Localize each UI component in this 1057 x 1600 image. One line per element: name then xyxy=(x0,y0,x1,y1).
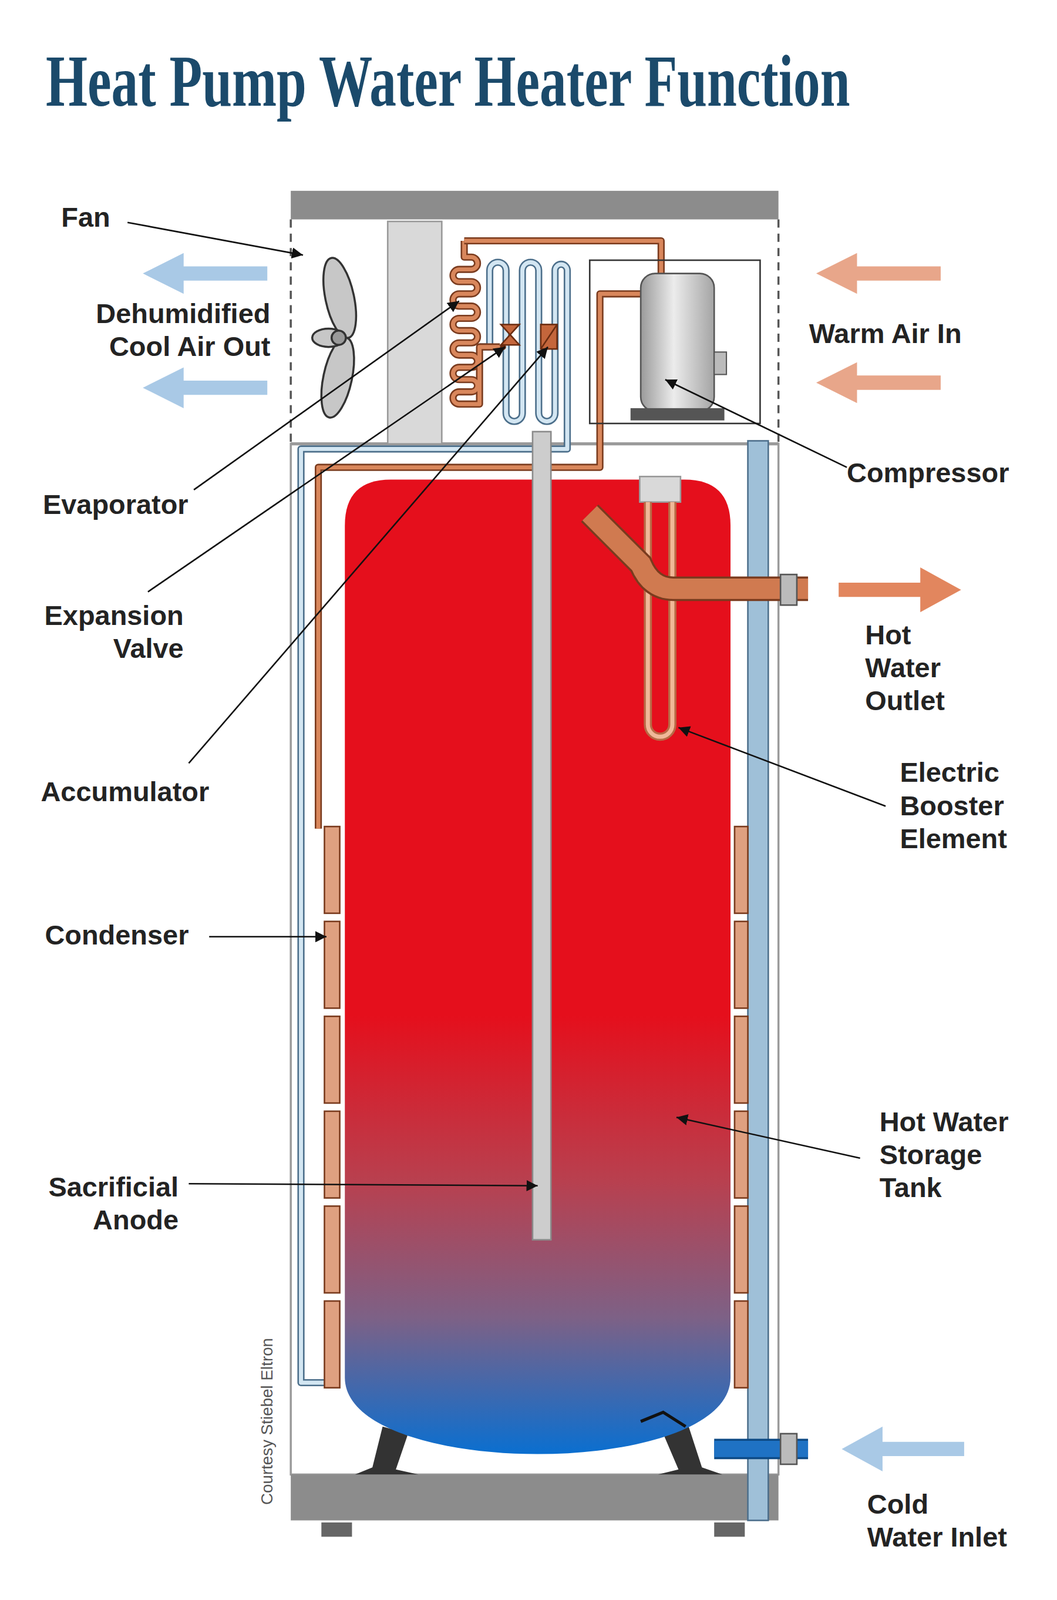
condenser-pad xyxy=(324,1015,341,1103)
anode-rod xyxy=(532,431,551,1240)
part-label: Sacrificial Anode xyxy=(30,1170,179,1237)
warm-air-arrow xyxy=(816,362,941,403)
flow-label: Hot Water Outlet xyxy=(864,618,962,718)
flow-label: Cold Water Inlet xyxy=(867,1487,1011,1554)
airflow-label: Dehumidified Cool Air Out xyxy=(86,297,271,364)
part-label: Hot Water Storage Tank xyxy=(879,1105,1023,1205)
cold-water-arrow xyxy=(841,1426,964,1471)
leader-line xyxy=(147,347,506,592)
dip-tube xyxy=(640,1411,686,1426)
part-label: Fan xyxy=(61,200,110,234)
part-label: Accumulator xyxy=(40,775,210,809)
part-label: Compressor xyxy=(846,456,1009,490)
cool-air-arrow xyxy=(142,253,268,294)
compressor-housing xyxy=(589,260,760,424)
warm-air-arrow xyxy=(816,253,941,294)
credit-note: Courtesy Stiebel Eltron xyxy=(257,1337,278,1505)
cold-water-column xyxy=(748,440,769,1520)
compressor-base xyxy=(630,408,725,421)
upper-compartment xyxy=(290,219,779,444)
pipe-fitting xyxy=(780,1433,797,1464)
leader-line xyxy=(127,222,304,256)
leader-line xyxy=(209,935,327,938)
leader-line xyxy=(188,1183,538,1186)
leader-line xyxy=(676,1116,861,1158)
compressor-body xyxy=(640,273,715,412)
fan-hub xyxy=(331,330,346,345)
part-label: Expansion Valve xyxy=(35,598,184,666)
airflow-label: Warm Air In xyxy=(809,317,962,350)
condenser-pad xyxy=(734,1205,749,1293)
condenser-pad xyxy=(324,1205,341,1293)
condenser-pad xyxy=(324,826,341,914)
part-label: Evaporator xyxy=(42,487,189,521)
leader-line xyxy=(193,300,460,490)
leader-line xyxy=(665,379,847,467)
cabinet-foot xyxy=(714,1522,745,1537)
dashed-side xyxy=(777,219,780,444)
expansion-valve-symbol xyxy=(500,324,520,335)
diagram-title: Heat Pump Water Heater Function xyxy=(45,44,850,119)
condenser-pad xyxy=(734,826,749,914)
cool-air-arrow xyxy=(142,367,268,408)
hot-water-pipe xyxy=(589,513,809,589)
pipe-fitting xyxy=(780,574,797,605)
condenser-pad xyxy=(324,1300,341,1388)
compressor-terminal xyxy=(714,351,727,375)
cabinet-foot xyxy=(321,1522,352,1537)
leader-line xyxy=(188,347,548,764)
condenser-pad xyxy=(734,1111,749,1198)
part-label: Electric Booster Element xyxy=(899,755,1021,855)
booster-element xyxy=(647,502,673,737)
leader-line xyxy=(678,727,886,807)
hot-water-pipe xyxy=(589,513,809,589)
expansion-valve-symbol xyxy=(500,334,520,345)
cabinet-base xyxy=(290,1473,779,1520)
condenser-pad xyxy=(734,921,749,1009)
accumulator-mark xyxy=(540,324,558,349)
condenser-pad xyxy=(734,1300,749,1388)
cabinet-top xyxy=(290,190,779,220)
condenser-pad xyxy=(734,1015,749,1103)
part-label: Condenser xyxy=(44,918,189,952)
accumulator-symbol xyxy=(540,324,558,349)
condenser-pad xyxy=(324,921,341,1009)
copper-coil xyxy=(452,240,500,405)
booster-head xyxy=(639,476,681,502)
leader-lines xyxy=(127,222,886,1186)
fan-blade xyxy=(315,334,360,421)
copper-coil xyxy=(452,240,500,405)
booster-element xyxy=(647,502,673,737)
hot-water-arrow xyxy=(838,567,961,612)
